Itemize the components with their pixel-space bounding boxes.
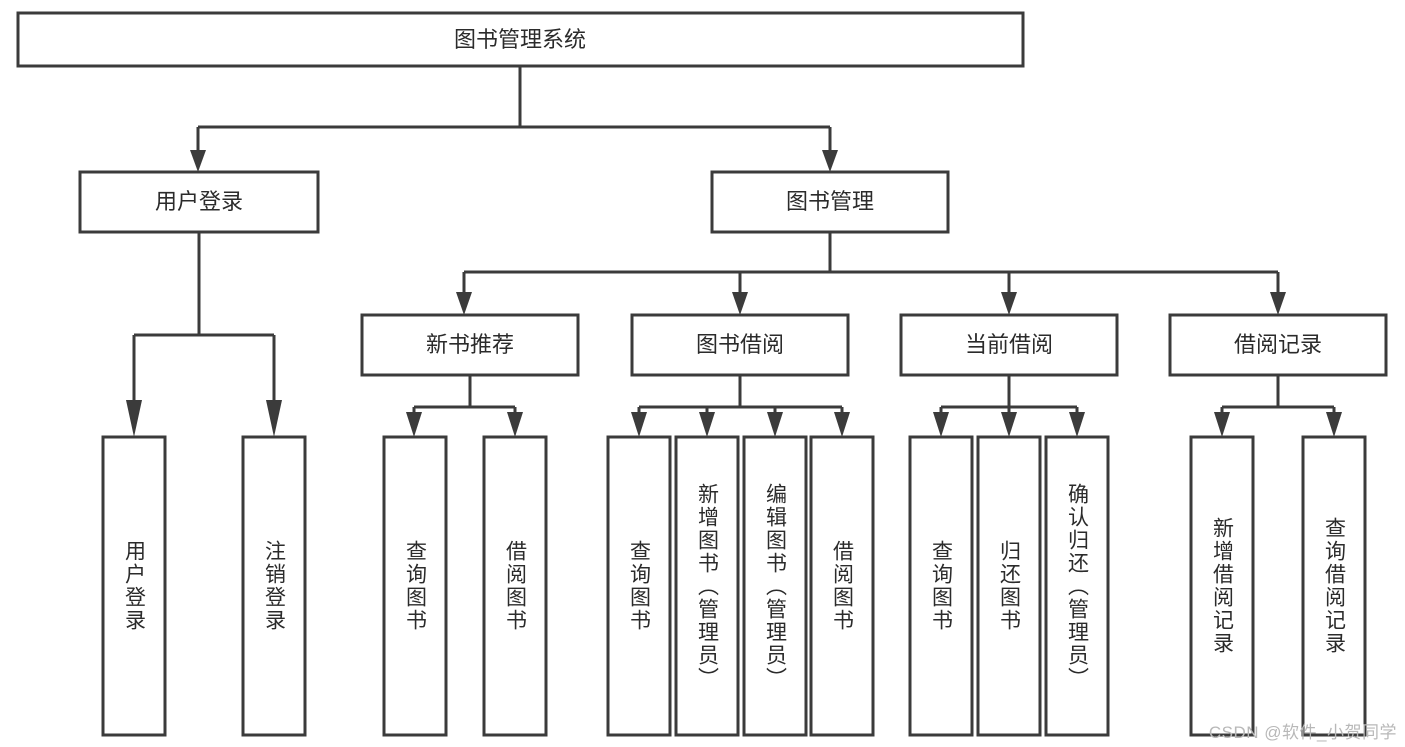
connector-current-to-leaves	[933, 375, 1085, 437]
leaf-label-book-borrow-3: 借阅图书	[830, 540, 854, 632]
leaf-label-borrow-record-0: 新增借阅记录	[1210, 517, 1234, 655]
leaf-box-current-borrow-2[interactable]	[1044, 435, 1110, 737]
leaf-label-book-borrow-1: 新增图书（管理员）	[695, 482, 719, 690]
watermark-text: CSDN @软件_小贺同学	[1208, 723, 1397, 742]
leaf-box-user-login-0[interactable]	[101, 435, 167, 737]
leaf-box-book-borrow-1[interactable]	[674, 435, 740, 737]
connector-borrow-to-leaves	[631, 375, 850, 437]
node-new-book-recommend-label: 新书推荐	[426, 332, 514, 357]
node-borrow-record-box[interactable]	[1168, 313, 1388, 377]
leaf-box-new-book-0[interactable]	[382, 435, 448, 737]
leaf-box-current-borrow-0[interactable]	[908, 435, 974, 737]
leaf-box-current-borrow-1[interactable]	[976, 435, 1042, 737]
leaf-label-current-borrow-1: 归还图书	[997, 540, 1021, 632]
connector-newbook-to-leaves	[406, 375, 523, 437]
leaf-box-book-borrow-3[interactable]	[809, 435, 875, 737]
leaf-box-borrow-record-0[interactable]	[1189, 435, 1255, 737]
leaf-box-borrow-record-1[interactable]	[1301, 435, 1367, 737]
node-root-label: 图书管理系统	[454, 27, 586, 52]
connector-userlogin-to-leaves	[126, 232, 282, 437]
leaf-box-book-borrow-2[interactable]	[742, 435, 808, 737]
node-root-box[interactable]	[16, 11, 1025, 68]
leaf-box-book-borrow-0[interactable]	[606, 435, 672, 737]
leaf-label-new-book-1: 借阅图书	[503, 540, 527, 632]
node-book-management-label: 图书管理	[786, 189, 874, 214]
node-current-borrow-label: 当前借阅	[965, 332, 1053, 357]
leaf-label-book-borrow-2: 编辑图书（管理员）	[763, 482, 787, 690]
leaf-box-user-login-1[interactable]	[241, 435, 307, 737]
node-book-borrow-box[interactable]	[630, 313, 850, 377]
node-current-borrow-box[interactable]	[899, 313, 1119, 377]
leaf-label-current-borrow-0: 查询图书	[929, 540, 953, 632]
node-borrow-record-label: 借阅记录	[1234, 332, 1322, 357]
connector-root-to-level2	[190, 66, 838, 172]
node-book-management-box[interactable]	[710, 170, 950, 234]
connector-record-to-leaves	[1214, 375, 1342, 437]
leaf-label-current-borrow-2: 确认归还（管理员）	[1065, 482, 1089, 690]
leaf-label-user-login-0: 用户登录	[122, 540, 146, 632]
leaf-label-user-login-1: 注销登录	[262, 540, 286, 632]
node-user-login-label: 用户登录	[155, 189, 243, 214]
leaf-label-borrow-record-1: 查询借阅记录	[1322, 517, 1346, 655]
node-new-book-recommend-box[interactable]	[360, 313, 580, 377]
leaf-label-book-borrow-0: 查询图书	[627, 540, 651, 632]
leaf-box-new-book-1[interactable]	[482, 435, 548, 737]
node-user-login-box[interactable]	[78, 170, 320, 234]
connector-bookmgmt-to-level3	[456, 232, 1286, 315]
leaf-label-new-book-0: 查询图书	[403, 540, 427, 632]
node-book-borrow-label: 图书借阅	[696, 332, 784, 357]
